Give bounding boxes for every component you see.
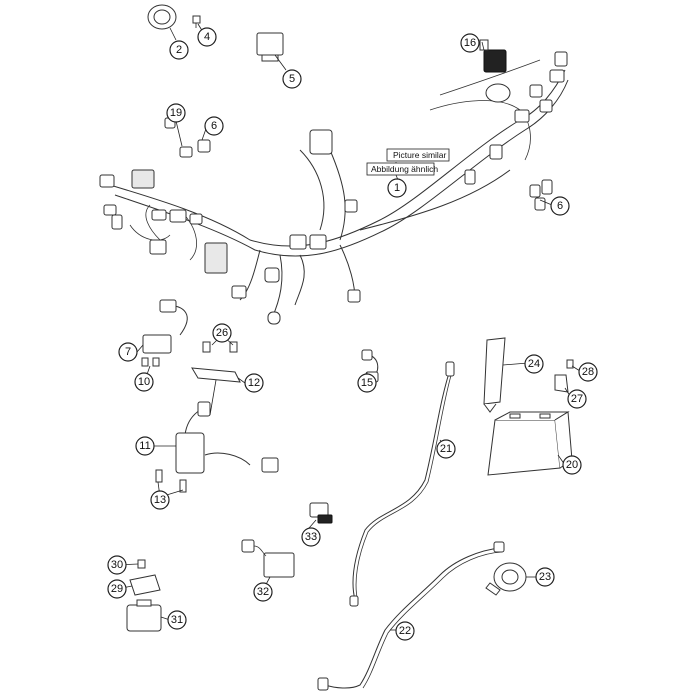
svg-text:32: 32 [257, 586, 269, 598]
part-33-connector [309, 502, 333, 524]
main-wiring-harness [99, 51, 569, 325]
svg-text:4: 4 [204, 31, 210, 43]
callout-10[interactable]: 10 [134, 372, 154, 392]
part-2-cap [147, 4, 177, 30]
callout-4[interactable]: 4 [197, 27, 217, 47]
callout-2[interactable]: 2 [169, 40, 189, 60]
callout-28[interactable]: 28 [578, 362, 598, 382]
svg-text:19: 19 [170, 107, 182, 119]
part-4-screw [192, 15, 201, 28]
svg-text:5: 5 [289, 73, 295, 85]
part-29-bracket [129, 574, 161, 596]
callout-15[interactable]: 15 [357, 373, 377, 393]
svg-text:31: 31 [171, 614, 183, 626]
callout-33[interactable]: 33 [301, 527, 321, 547]
callout-19[interactable]: 19 [166, 103, 186, 123]
svg-text:12: 12 [248, 377, 260, 389]
callout-11[interactable]: 11 [135, 436, 155, 456]
callout-1[interactable]: 1 [387, 178, 407, 198]
callout-6-top[interactable]: 6 [204, 116, 224, 136]
leader-lines [116, 23, 581, 631]
callout-27[interactable]: 27 [567, 389, 587, 409]
svg-text:23: 23 [539, 571, 551, 583]
callout-29[interactable]: 29 [107, 579, 127, 599]
part-20-battery [487, 411, 573, 476]
part-27-clip [554, 374, 569, 393]
part-12-bracket [191, 367, 241, 383]
svg-text:16: 16 [464, 37, 476, 49]
part-31-relay [126, 599, 162, 632]
part-22-cable [317, 541, 505, 691]
svg-text:21: 21 [440, 443, 452, 455]
callout-6-right[interactable]: 6 [550, 196, 570, 216]
callout-21[interactable]: 21 [436, 439, 456, 459]
svg-text:33: 33 [305, 531, 317, 543]
svg-text:29: 29 [111, 583, 123, 595]
part-13-bolts [155, 469, 187, 493]
callout-12[interactable]: 12 [244, 373, 264, 393]
callout-5[interactable]: 5 [282, 69, 302, 89]
callout-13[interactable]: 13 [150, 490, 170, 510]
svg-text:1: 1 [394, 182, 400, 194]
svg-text:6: 6 [211, 120, 217, 132]
part-16-relay [479, 39, 507, 73]
svg-text:13: 13 [154, 494, 166, 506]
svg-text:6: 6 [557, 200, 563, 212]
svg-text:27: 27 [571, 393, 583, 405]
part-6-connectors-right [529, 179, 553, 211]
callout-7[interactable]: 7 [118, 342, 138, 362]
part-23-horn [485, 562, 527, 596]
svg-text:7: 7 [125, 346, 131, 358]
part-21-cable [349, 361, 455, 607]
callout-24[interactable]: 24 [524, 354, 544, 374]
callouts: 1 2 4 5 16 19 6 6 7 10 26 12 15 11 13 24… [107, 27, 598, 641]
callout-16[interactable]: 16 [460, 33, 480, 53]
part-5-relay [256, 32, 284, 62]
svg-text:10: 10 [138, 376, 150, 388]
callout-26[interactable]: 26 [212, 323, 232, 343]
part-32-relay [241, 539, 295, 578]
part-24-strap [483, 337, 506, 413]
callout-32[interactable]: 32 [253, 582, 273, 602]
callout-22[interactable]: 22 [395, 621, 415, 641]
svg-text:11: 11 [139, 440, 150, 452]
svg-text:20: 20 [566, 459, 578, 471]
part-19-connectors [164, 117, 211, 158]
svg-text:15: 15 [361, 377, 373, 389]
part-7-module [141, 299, 188, 367]
callout-20[interactable]: 20 [562, 455, 582, 475]
part-26-bolts [202, 341, 238, 353]
part-11-module [175, 379, 279, 474]
callout-31[interactable]: 31 [167, 610, 187, 630]
note-tags: Picture similar Abbildung ähnlich [366, 148, 450, 176]
callout-30[interactable]: 30 [107, 555, 127, 575]
part-28-screw [566, 359, 574, 369]
part-30-screw [137, 559, 146, 569]
svg-text:30: 30 [111, 559, 123, 571]
callout-23[interactable]: 23 [535, 567, 555, 587]
svg-text:28: 28 [582, 366, 594, 378]
abbildung-aehnlich-label: Abbildung ähnlich [371, 164, 438, 174]
svg-text:2: 2 [176, 44, 182, 56]
svg-text:24: 24 [528, 358, 540, 370]
svg-text:26: 26 [216, 327, 228, 339]
svg-text:22: 22 [399, 625, 411, 637]
picture-similar-label: Picture similar [393, 150, 447, 160]
